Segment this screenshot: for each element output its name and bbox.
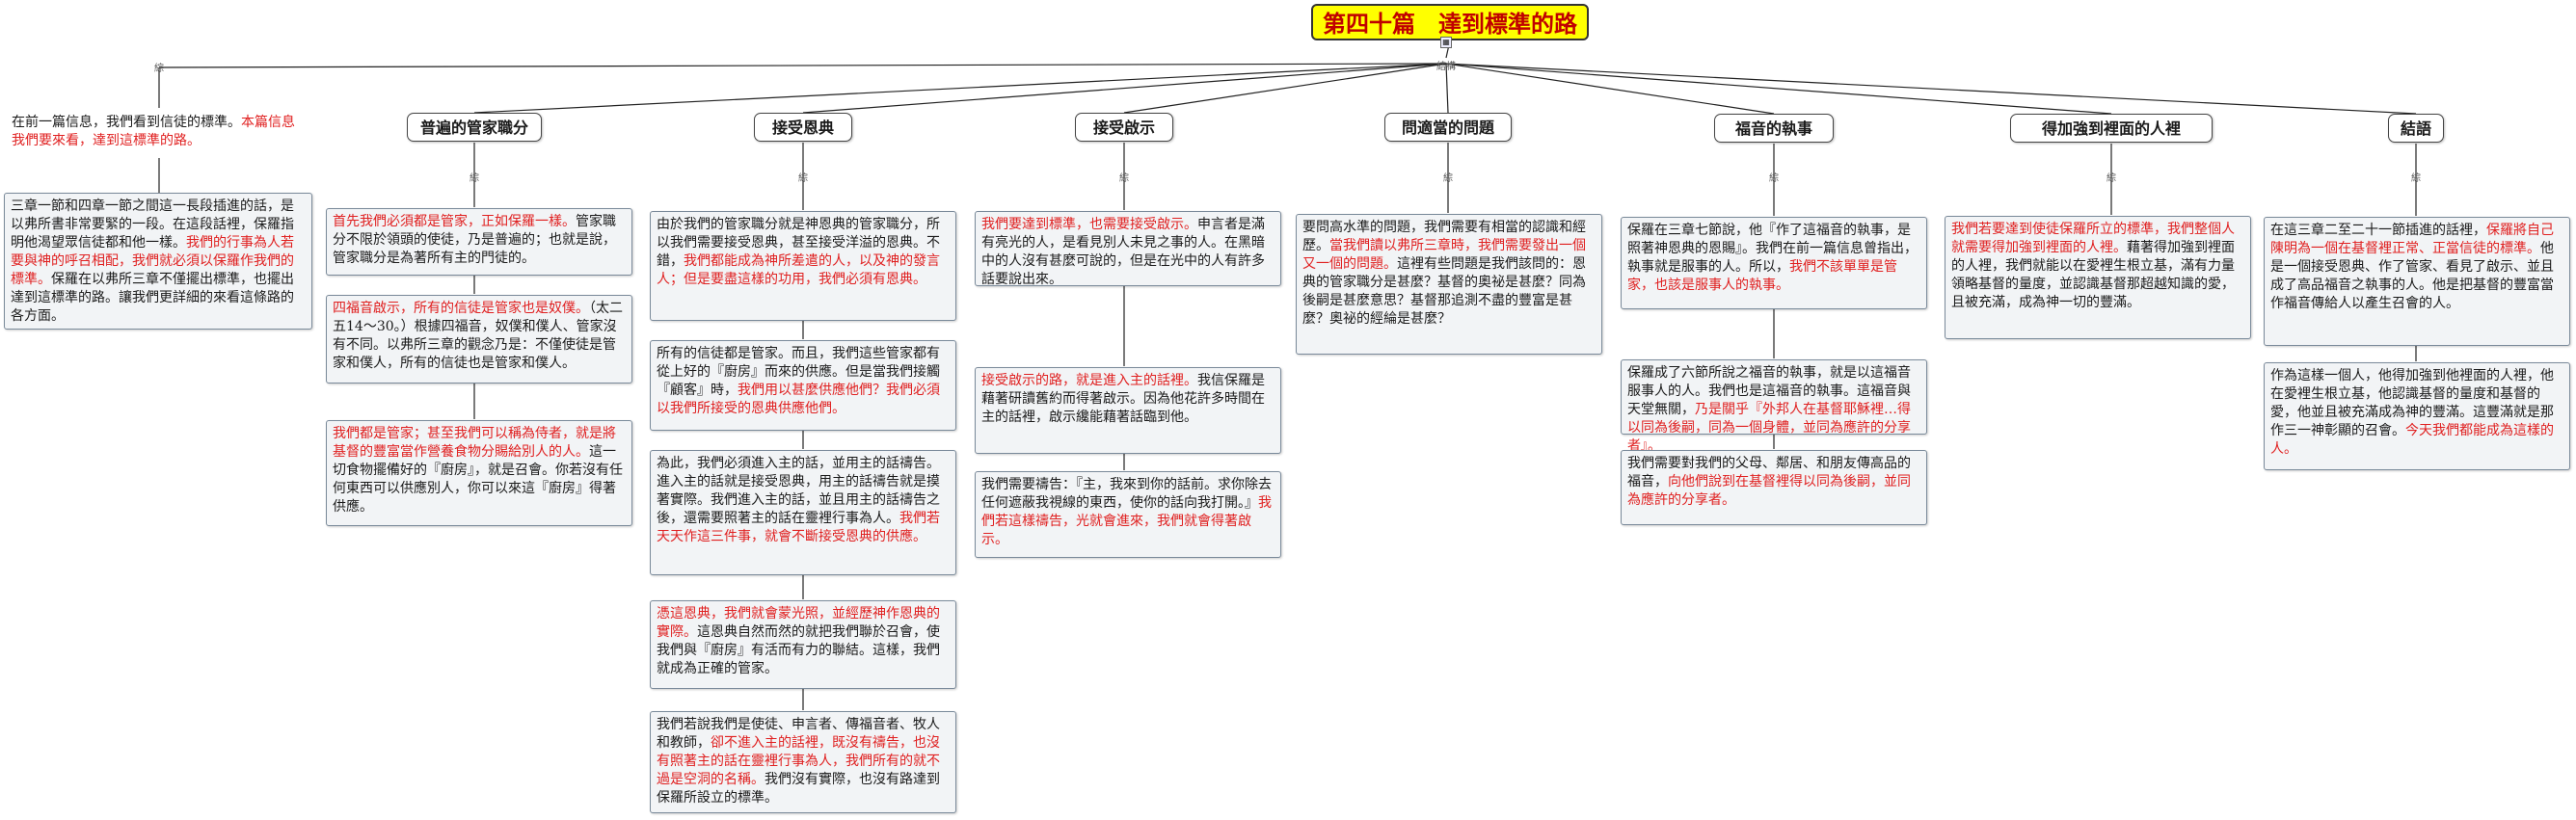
inner-man-note-1[interactable]: 我們若要達到使徒保羅所立的標準，我們整個人就需要得加強到裡面的人裡。藉著得加強到… (1945, 216, 2251, 339)
grace-note-5[interactable]: 我們若說我們是使徒、申言者、傳福音者、牧人和教師，卻不進入主的話裡，既沒有禱告，… (650, 711, 956, 813)
note-text-red: 憑這恩典，我們就會蒙光照，並經歷神作恩典的實際。 (657, 606, 940, 640)
intro-text-black: 在前一篇信息，我們看到信徒的標準。 (12, 115, 241, 130)
intro-detail-note[interactable]: 三章一節和四章一節之間這一長段插進的話，是以弗所書非常要緊的一段。在這段話裡，保… (4, 193, 312, 330)
gospel-note-2[interactable]: 保羅成了六節所說之福音的執事，就是以這福音服事人的人。我們也是這福音的執事。這福… (1621, 359, 1927, 454)
note-text: 我信保羅是藉著研讀舊約而得著啟示。因為他花許多時間在主的話裡，啟示纔能藉著話臨到… (981, 373, 1265, 425)
branch-marker: 綜 (1443, 173, 1453, 184)
note-text: 要問高水準的問題，我們需要有相當的認識和經歷。 (1302, 220, 1586, 253)
topic-proper-questions[interactable]: 問適當的問題 (1384, 113, 1512, 142)
structure-icon: ▦ (1440, 37, 1452, 48)
root-title[interactable]: 第四十篇 達到標準的路 (1311, 4, 1589, 40)
note-text: 為此，我們必須進入主的話，並用主的話禱告。進入主的話就是接受恩典，用主的話禱告就… (657, 456, 940, 526)
grace-note-2[interactable]: 所有的信徒都是管家。而且，我們這些管家都有從上好的『廚房』而來的供應。但是當我們… (650, 340, 956, 431)
intro-detail-black-2: 保羅在以弗所三章不僅擺出標準，也擺出達到這標準的路。讓我們更詳細的來看這條路的各… (11, 272, 294, 324)
note-text: 保羅在三章七節說，他『作了這福音的執事，是照著神恩典的恩賜』。我們在前一篇信息曾… (1627, 223, 1918, 275)
note-text: 由於我們的管家職分就是神恩典的管家職分，所以我們需要接受恩典，甚至接受洋溢的恩典… (657, 217, 940, 269)
intro-text-red: 本篇信息我們要來看，達到這標準的路。 (12, 115, 295, 148)
note-text: 在這三章二至二十一節插進的話裡， (2270, 223, 2486, 238)
revelation-note-2[interactable]: 接受啟示的路，就是進入主的話裡。我信保羅是藉著研讀舊約而得著啟示。因為他花許多時… (975, 367, 1281, 454)
note-text: 作為這樣一個人，他得加強到他裡面的人裡，他在愛裡生根立基，他認識基督的量度和基督… (2270, 368, 2554, 438)
note-text-red: 我們若要達到使徒保羅所立的標準，我們整個人就需要得加強到裡面的人裡。 (1951, 222, 2235, 255)
note-text-red: 我們都能成為神所差遣的人，以及神的發言人；但是要盡這樣的功用，我們必須有恩典。 (657, 253, 940, 287)
note-text-red: 四福音啟示，所有的信徒是管家也是奴僕。 (333, 301, 589, 316)
branch-marker: 綜 (470, 173, 479, 184)
note-text-red: 我們用以甚麼供應他們？我們必須以我們所接受的恩典供應他們。 (657, 383, 940, 416)
intro-detail-red: 我們的行事為人若要與神的呼召相配，我們就必須以保羅作我們的標準。 (11, 235, 294, 287)
topic-receive-grace[interactable]: 接受恩典 (754, 113, 852, 142)
note-text: 所有的信徒都是管家。而且，我們這些管家都有從上好的『廚房』而來的供應。但是當我們… (657, 346, 940, 398)
stewardship-note-3[interactable]: 我們都是管家；甚至我們可以稱為侍者，就是將基督的豐富當作營養食物分賜給別人的人。… (326, 420, 632, 526)
branch-marker: 綜 (1119, 173, 1129, 184)
stewardship-note-2[interactable]: 四福音啟示，所有的信徒是管家也是奴僕。（太二五14～30。）根據四福音，奴僕和僕… (326, 295, 632, 384)
gospel-note-1[interactable]: 保羅在三章七節說，他『作了這福音的執事，是照著神恩典的恩賜』。我們在前一篇信息曾… (1621, 217, 1927, 309)
branch-marker: 綜 (2106, 173, 2116, 184)
branch-marker: 綜 (798, 173, 808, 184)
grace-note-3[interactable]: 為此，我們必須進入主的話，並用主的話禱告。進入主的話就是接受恩典，用主的話禱告就… (650, 450, 956, 575)
root-icon-label: 結構 (1436, 62, 1456, 72)
note-text: 管家職分不限於領頭的使徒，乃是普遍的；也就是說，管家職分是為著所有主的門徒的。 (333, 214, 616, 266)
stewardship-note-1[interactable]: 首先我們必須都是管家，正如保羅一樣。管家職分不限於領頭的使徒，乃是普遍的；也就是… (326, 208, 632, 276)
intro-detail-black: 三章一節和四章一節之間這一長段插進的話，是以弗所書非常要緊的一段。在這段話裡，保… (11, 198, 294, 251)
note-text-red: 當我們讀以弗所三章時，我們需要發出一個又一個的問題。 (1302, 238, 1586, 272)
gospel-note-3[interactable]: 我們需要對我們的父母、鄰居、和朋友傳高品的福音，向他們說到在基督裡得以同為後嗣，… (1621, 450, 1927, 525)
note-text-red: 保羅將自己陳明為一個在基督裡正常、正當信徒的標準。 (2270, 223, 2554, 256)
note-text-red: 今天我們都能成為這樣的人。 (2270, 423, 2554, 457)
note-text-red: 我們不該單單是管家，也該是服事人的執事。 (1627, 259, 1897, 293)
note-text-red: 首先我們必須都是管家，正如保羅一樣。 (333, 214, 576, 229)
note-text-red: 卻不進入主的話裡，既沒有禱告，也沒有照著主的話在靈裡行事為人，我們所有的就不過是… (657, 735, 940, 787)
questions-note-1[interactable]: 要問高水準的問題，我們需要有相當的認識和經歷。當我們讀以弗所三章時，我們需要發出… (1296, 214, 1602, 355)
note-text-red: 我們若這樣禱告，光就會進來，我們就會得著啟示。 (981, 495, 1272, 547)
branch-marker: 綜 (154, 64, 164, 74)
note-text: 這裡有些問題是我們該問的：恩典的管家職分是甚麼？基督的奧祕是甚麼？同為後嗣是甚麼… (1302, 256, 1586, 327)
conclusion-note-2[interactable]: 作為這樣一個人，他得加強到他裡面的人裡，他在愛裡生根立基，他認識基督的量度和基督… (2264, 362, 2570, 470)
note-text-red: 我們若天天作這三件事，就會不斷接受恩典的供應。 (657, 511, 940, 544)
revelation-note-1[interactable]: 我們要達到標準，也需要接受啟示。申言者是滿有亮光的人，是看見別人未見之事的人。在… (975, 211, 1281, 287)
branch-marker: 綜 (1769, 173, 1779, 184)
revelation-note-3[interactable]: 我們需要禱告：『主，我來到你的話前。求你除去任何遮蔽我視線的東西，使你的話向我打… (975, 471, 1281, 558)
conclusion-note-1[interactable]: 在這三章二至二十一節插進的話裡，保羅將自己陳明為一個在基督裡正常、正當信徒的標準… (2264, 217, 2570, 346)
note-text: 這一切食物擺備好的『廚房』，就是召會。你若沒有任何東西可以供應別人，你可以來這『… (333, 444, 623, 515)
topic-conclusion[interactable]: 結語 (2388, 114, 2444, 143)
note-text-red: 我們要達到標準，也需要接受啟示。 (981, 217, 1197, 232)
grace-note-1[interactable]: 由於我們的管家職分就是神恩典的管家職分，所以我們需要接受恩典，甚至接受洋溢的恩典… (650, 211, 956, 321)
note-text-red: 接受啟示的路，就是進入主的話裡。 (981, 373, 1197, 388)
note-text-red: 我們都是管家；甚至我們可以稱為侍者，就是將基督的豐富當作營養食物分賜給別人的人。 (333, 426, 616, 460)
note-text: 我們需要對我們的父母、鄰居、和朋友傳高品的福音， (1627, 456, 1911, 489)
note-text: 藉著得加強到裡面的人裡，我們就能以在愛裡生根立基，滿有力量領略基督的量度，並認識… (1951, 240, 2235, 310)
topic-gospel-minister[interactable]: 福音的執事 (1714, 114, 1834, 143)
branch-marker: 綜 (2411, 173, 2421, 184)
note-text: （太二五14～30。）根據四福音，奴僕和僕人、管家沒有不同。以弗所三章的觀念乃是… (333, 301, 623, 371)
note-text: 我們若說我們是使徒、申言者、傳福音者、牧人和教師， (657, 717, 940, 751)
topic-strengthened-inner-man[interactable]: 得加強到裡面的人裡 (2010, 114, 2213, 143)
grace-note-4[interactable]: 憑這恩典，我們就會蒙光照，並經歷神作恩典的實際。這恩典自然而然的就把我們聯於召會… (650, 600, 956, 689)
topic-stewardship[interactable]: 普遍的管家職分 (407, 113, 542, 142)
note-text: 申言者是滿有亮光的人，是看見別人未見之事的人。在黑暗中的人沒有甚麼可說的，但是在… (981, 217, 1265, 287)
note-text: 我們沒有實際，也沒有路達到保羅所設立的標準。 (657, 772, 940, 806)
note-text-red: 向他們說到在基督裡得以同為後嗣，並同為應許的分享者。 (1627, 474, 1911, 508)
note-text: 保羅成了六節所說之福音的執事，就是以這福音服事人的人。我們也是這福音的執事。這福… (1627, 365, 1911, 417)
intro-note[interactable]: 在前一篇信息，我們看到信徒的標準。本篇信息我們要來看，達到這標準的路。 (6, 110, 312, 158)
note-text: 他是一個接受恩典、作了管家、看見了啟示、並且成了高品福音之執事的人。他是把基督的… (2270, 241, 2554, 311)
note-text: 這恩典自然而然的就把我們聯於召會，使我們與『廚房』有活而有力的聯結。這樣，我們就… (657, 624, 940, 676)
topic-receive-revelation[interactable]: 接受啟示 (1075, 113, 1173, 142)
note-text: 我們需要禱告：『主，我來到你的話前。求你除去任何遮蔽我視線的東西，使你的話向我打… (981, 477, 1272, 511)
